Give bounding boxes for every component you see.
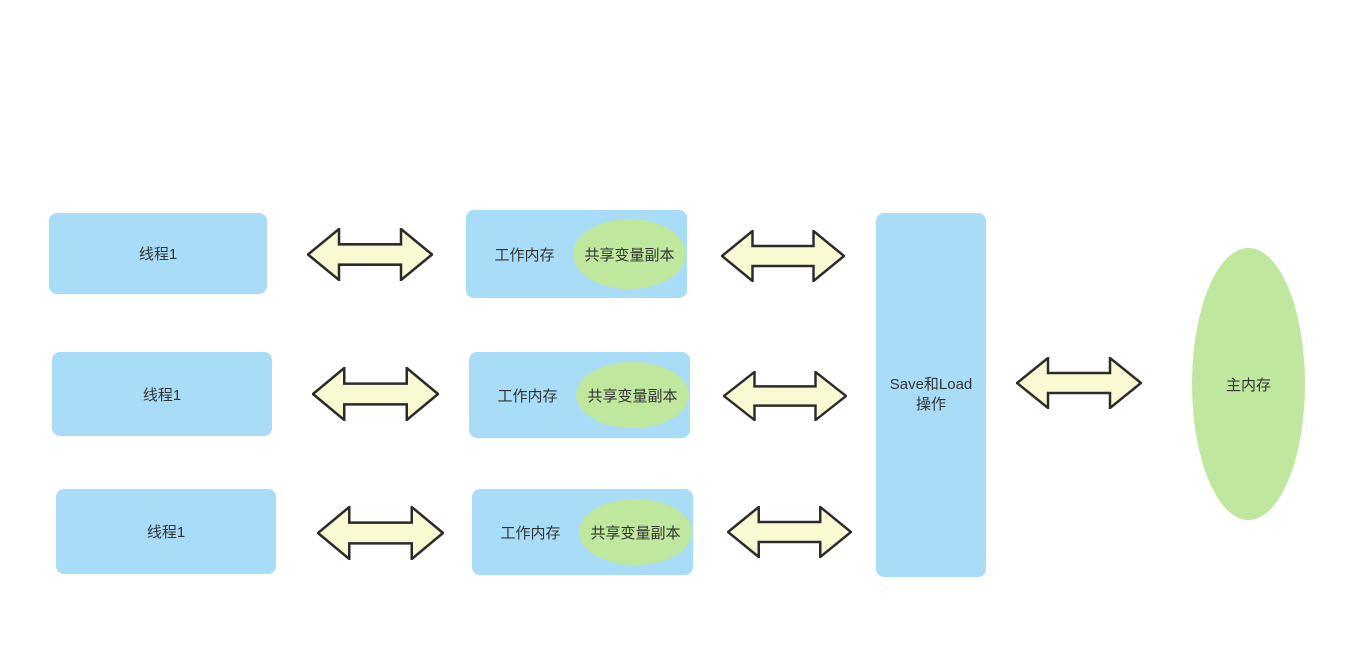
double-arrow-icon bbox=[721, 230, 845, 282]
save-load-box: Save和Load 操作 bbox=[876, 213, 986, 577]
double-arrow-icon bbox=[317, 506, 444, 560]
working-memory-2-label: 工作内存 bbox=[497, 387, 558, 405]
thread-box-2-label: 线程1 bbox=[142, 386, 182, 404]
bidirectional-arrow-thread2-work2 bbox=[312, 367, 439, 421]
double-arrow-icon bbox=[312, 367, 439, 421]
bidirectional-arrow-work1-saveload bbox=[721, 230, 845, 282]
shared-variable-copy-3-label: 共享变量副本 bbox=[590, 524, 681, 542]
shared-variable-copy-ellipse-2: 共享变量副本 bbox=[576, 362, 689, 428]
shared-variable-copy-2-label: 共享变量副本 bbox=[587, 387, 678, 405]
double-arrow-icon bbox=[723, 371, 847, 421]
working-memory-box-3: 工作内存 共享变量副本 bbox=[472, 489, 693, 575]
double-arrow-icon bbox=[1016, 357, 1142, 409]
main-memory-ellipse: 主内存 bbox=[1192, 248, 1305, 520]
shared-variable-copy-1-label: 共享变量副本 bbox=[584, 246, 675, 264]
working-memory-box-1: 工作内存 共享变量副本 bbox=[466, 210, 687, 298]
main-memory-label: 主内存 bbox=[1225, 376, 1271, 394]
working-memory-3-label: 工作内存 bbox=[500, 524, 561, 542]
bidirectional-arrow-saveload-mainmemory bbox=[1016, 357, 1142, 409]
double-arrow-icon bbox=[307, 228, 433, 281]
thread-box-2: 线程1 bbox=[52, 352, 272, 436]
bidirectional-arrow-work3-saveload bbox=[727, 506, 852, 558]
thread-box-3: 线程1 bbox=[56, 489, 276, 574]
thread-box-3-label: 线程1 bbox=[146, 524, 186, 541]
working-memory-box-2: 工作内存 共享变量副本 bbox=[469, 352, 690, 438]
working-memory-1-label: 工作内存 bbox=[494, 246, 555, 264]
bidirectional-arrow-work2-saveload bbox=[723, 371, 847, 421]
shared-variable-copy-ellipse-3: 共享变量副本 bbox=[579, 499, 692, 565]
save-load-line2: 操作 bbox=[915, 396, 946, 413]
shared-variable-copy-ellipse-1: 共享变量副本 bbox=[573, 219, 686, 289]
double-arrow-icon bbox=[727, 506, 852, 558]
thread-box-1-label: 线程1 bbox=[138, 246, 178, 263]
bidirectional-arrow-thread1-work1 bbox=[307, 228, 433, 281]
save-load-line1: Save和Load bbox=[889, 375, 973, 393]
thread-box-1: 线程1 bbox=[49, 213, 267, 294]
bidirectional-arrow-thread3-work3 bbox=[317, 506, 444, 560]
